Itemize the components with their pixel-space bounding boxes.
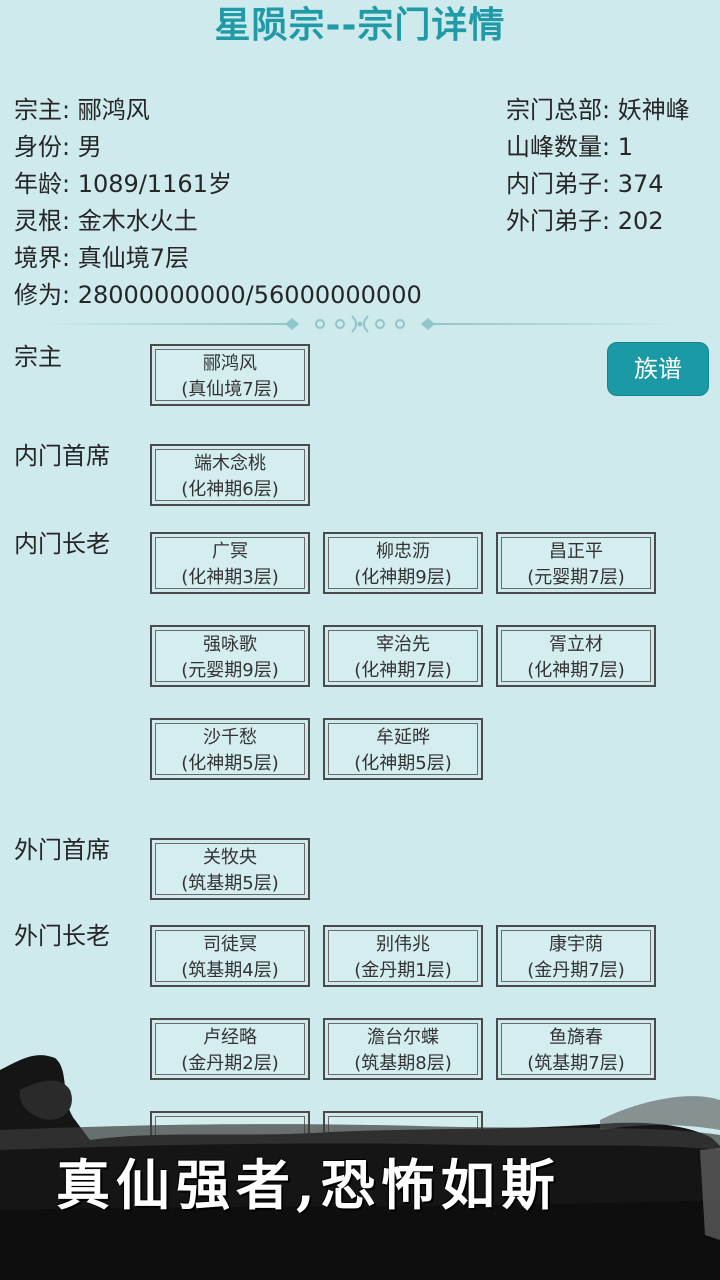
sect-outer-count-line: 外门弟子: 202 (506, 207, 664, 235)
member-rank: (化神期9层) (354, 567, 452, 588)
section-label-leader: 宗主 (14, 343, 62, 371)
member-card[interactable]: 昌正平 (元婴期7层) (496, 532, 656, 594)
page-title: 星陨宗--宗门详情 (214, 5, 506, 46)
member-card[interactable]: 康宇荫 (金丹期7层) (496, 925, 656, 987)
member-card[interactable]: 强咏歌 (元婴期9层) (150, 625, 310, 687)
member-rank: (筑基期5层) (181, 873, 279, 894)
member-rank: (元婴期7层) (527, 567, 625, 588)
leader-cultivation-line: 修为: 28000000000/56000000000 (14, 281, 422, 309)
member-rank: (筑基期8层) (354, 1053, 452, 1074)
member-card[interactable]: 郦鸿风 (真仙境7层) (150, 344, 310, 406)
banner-slogan: 真仙强者,恐怖如斯 (56, 1153, 561, 1217)
section-label-inner-chief: 内门首席 (14, 442, 110, 470)
member-card[interactable]: 沙千愁 (化神期5层) (150, 718, 310, 780)
member-name: 鱼旖春 (549, 1027, 603, 1048)
member-name: 胥立材 (549, 634, 603, 655)
leader-age-line: 年龄: 1089/1161岁 (14, 170, 232, 198)
member-card[interactable]: 柳忠沥 (化神期9层) (323, 532, 483, 594)
ink-brush-banner (0, 1055, 720, 1280)
member-card[interactable]: 卢经略 (金丹期2层) (150, 1018, 310, 1080)
member-card[interactable]: 牟延晔 (化神期5层) (323, 718, 483, 780)
member-card[interactable]: 端木念桃 (化神期6层) (150, 444, 310, 506)
member-card[interactable]: 广冥 (化神期3层) (150, 532, 310, 594)
member-rank: (金丹期1层) (354, 960, 452, 981)
member-name: 卢经略 (203, 1027, 257, 1048)
member-card[interactable]: 别伟兆 (金丹期1层) (323, 925, 483, 987)
member-name: 康宇荫 (549, 934, 603, 955)
member-name: 沙千愁 (203, 727, 257, 748)
member-name: 端木念桃 (194, 453, 266, 474)
member-card[interactable]: 胥立材 (化神期7层) (496, 625, 656, 687)
member-card[interactable]: 司徒冥 (筑基期4层) (150, 925, 310, 987)
member-card[interactable]: 关牧央 (筑基期5层) (150, 838, 310, 900)
clan-tree-button[interactable]: 族谱 (607, 342, 709, 396)
sect-hq-line: 宗门总部: 妖神峰 (506, 96, 690, 124)
member-name: 郦鸿风 (203, 353, 257, 374)
sect-info-panel: 宗门总部: 妖神峰 山峰数量: 1 内门弟子: 374 外门弟子: 202 (506, 92, 690, 240)
member-name: 关牧央 (203, 847, 257, 868)
leader-info-panel: 宗主: 郦鸿风 身份: 男 年龄: 1089/1161岁 灵根: 金木水火土 境… (14, 92, 422, 314)
member-rank: (金丹期7层) (527, 960, 625, 981)
member-name: 别伟兆 (376, 934, 430, 955)
member-card[interactable]: 宰治先 (化神期7层) (323, 625, 483, 687)
member-name: 宰治先 (376, 634, 430, 655)
member-rank: (筑基期7层) (527, 1053, 625, 1074)
member-rank: (化神期5层) (181, 753, 279, 774)
leader-realm-line: 境界: 真仙境7层 (14, 244, 189, 272)
member-rank: (化神期7层) (527, 660, 625, 681)
member-rank: (化神期5层) (354, 753, 452, 774)
sect-inner-count-line: 内门弟子: 374 (506, 170, 664, 198)
member-rank: (筑基期4层) (181, 960, 279, 981)
member-rank: (元婴期9层) (181, 660, 279, 681)
member-rank: (真仙境7层) (181, 379, 279, 400)
member-rank: (化神期3层) (181, 567, 279, 588)
member-name: 柳忠沥 (376, 541, 430, 562)
member-rank: (金丹期2层) (181, 1053, 279, 1074)
leader-name-line: 宗主: 郦鸿风 (14, 96, 150, 124)
member-name: 广冥 (212, 541, 248, 562)
section-label-outer-elders: 外门长老 (14, 922, 110, 950)
leader-root-line: 灵根: 金木水火土 (14, 207, 198, 235)
member-rank: (化神期6层) (181, 479, 279, 500)
member-name: 司徒冥 (203, 934, 257, 955)
member-card[interactable]: 澹台尔蝶 (筑基期8层) (323, 1018, 483, 1080)
leader-gender-line: 身份: 男 (14, 133, 102, 161)
member-name: 牟延晔 (376, 727, 430, 748)
member-name: 澹台尔蝶 (367, 1027, 439, 1048)
ornamental-divider (40, 315, 680, 333)
section-label-inner-elders: 内门长老 (14, 530, 110, 558)
sect-peaks-line: 山峰数量: 1 (506, 133, 633, 161)
member-name: 昌正平 (549, 541, 603, 562)
member-rank: (化神期7层) (354, 660, 452, 681)
section-label-outer-chief: 外门首席 (14, 836, 110, 864)
member-card[interactable]: 鱼旖春 (筑基期7层) (496, 1018, 656, 1080)
member-name: 强咏歌 (203, 634, 257, 655)
